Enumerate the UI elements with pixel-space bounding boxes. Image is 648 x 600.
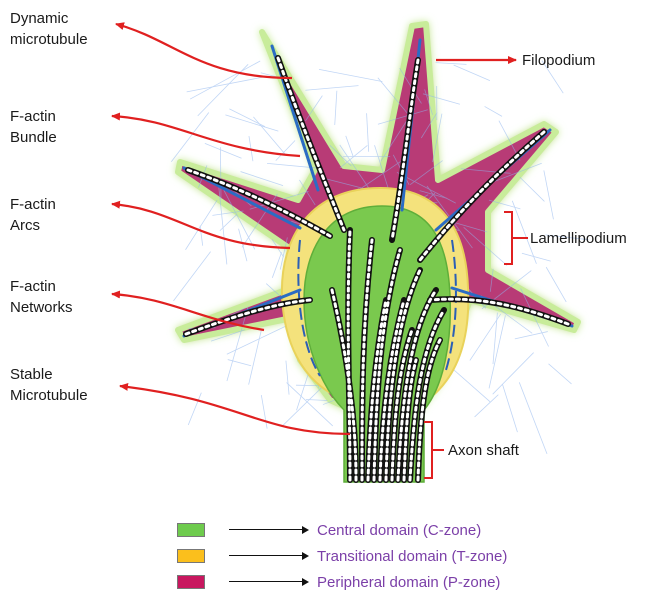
f-actin-filament [225, 115, 278, 131]
f-actin-filament [475, 395, 499, 417]
f-actin-filament [239, 229, 247, 261]
f-actin-filament [544, 170, 554, 219]
f-actin-filament [200, 226, 203, 246]
f-actin-filament [546, 267, 566, 302]
label-dynamic-microtubule: Dynamic microtubule [10, 8, 88, 50]
lamellipodium-bracket [504, 212, 528, 264]
f-actin-filament [470, 314, 501, 360]
f-actin-filament [520, 177, 545, 201]
legend-arrow-icon [229, 525, 309, 535]
label-factin-arcs: F-actin Arcs [10, 194, 56, 236]
f-actin-filament [249, 331, 262, 385]
arrow-factin-bundle [112, 116, 300, 156]
legend-row-transitional: Transitional domain (T-zone) [177, 546, 507, 566]
legend-text-peripheral: Peripheral domain (P-zone) [317, 574, 500, 591]
f-actin-filament [253, 117, 285, 155]
swatch-transitional [177, 549, 205, 563]
arrow-dynamic-microtubule [116, 24, 292, 78]
f-actin-filament [305, 86, 358, 91]
f-actin-filament [276, 140, 295, 160]
f-actin-filament [261, 395, 267, 428]
f-actin-filament [198, 64, 248, 116]
swatch-peripheral [177, 575, 205, 589]
f-actin-filament [522, 253, 551, 261]
f-actin-filament [549, 364, 572, 384]
f-actin-filament [436, 63, 467, 65]
legend-arrow-icon [229, 551, 309, 561]
f-actin-filament [286, 361, 289, 395]
legend-text-central: Central domain (C-zone) [317, 522, 481, 539]
f-actin-filament [503, 384, 518, 432]
f-actin-filament [519, 382, 547, 454]
label-stable-microtubule: Stable Microtubule [10, 364, 88, 406]
swatch-central [177, 523, 205, 537]
f-actin-filament [319, 69, 382, 81]
f-actin-filament [220, 147, 221, 199]
f-actin-filament [489, 315, 505, 388]
f-actin-filament [493, 353, 534, 395]
f-actin-filament [346, 136, 353, 157]
label-axon-shaft: Axon shaft [448, 440, 519, 461]
f-actin-filament [272, 252, 281, 278]
legend-row-central: Central domain (C-zone) [177, 520, 481, 540]
label-factin-networks: F-actin Networks [10, 276, 73, 318]
f-actin-filament [454, 65, 490, 81]
label-filopodium: Filopodium [522, 50, 595, 71]
f-actin-filament [335, 91, 337, 125]
f-actin-filament [185, 200, 217, 250]
legend-text-transitional: Transitional domain (T-zone) [317, 548, 507, 565]
axon-shaft-bracket [424, 422, 444, 478]
legend-row-peripheral: Peripheral domain (P-zone) [177, 572, 500, 592]
label-lamellipodium: Lamellipodium [530, 228, 627, 249]
f-actin-filament [173, 252, 210, 301]
legend-arrow-icon [229, 577, 309, 587]
f-actin-filament [485, 106, 502, 116]
f-actin-filament [187, 77, 264, 92]
label-factin-bundle: F-actin Bundle [10, 106, 57, 148]
